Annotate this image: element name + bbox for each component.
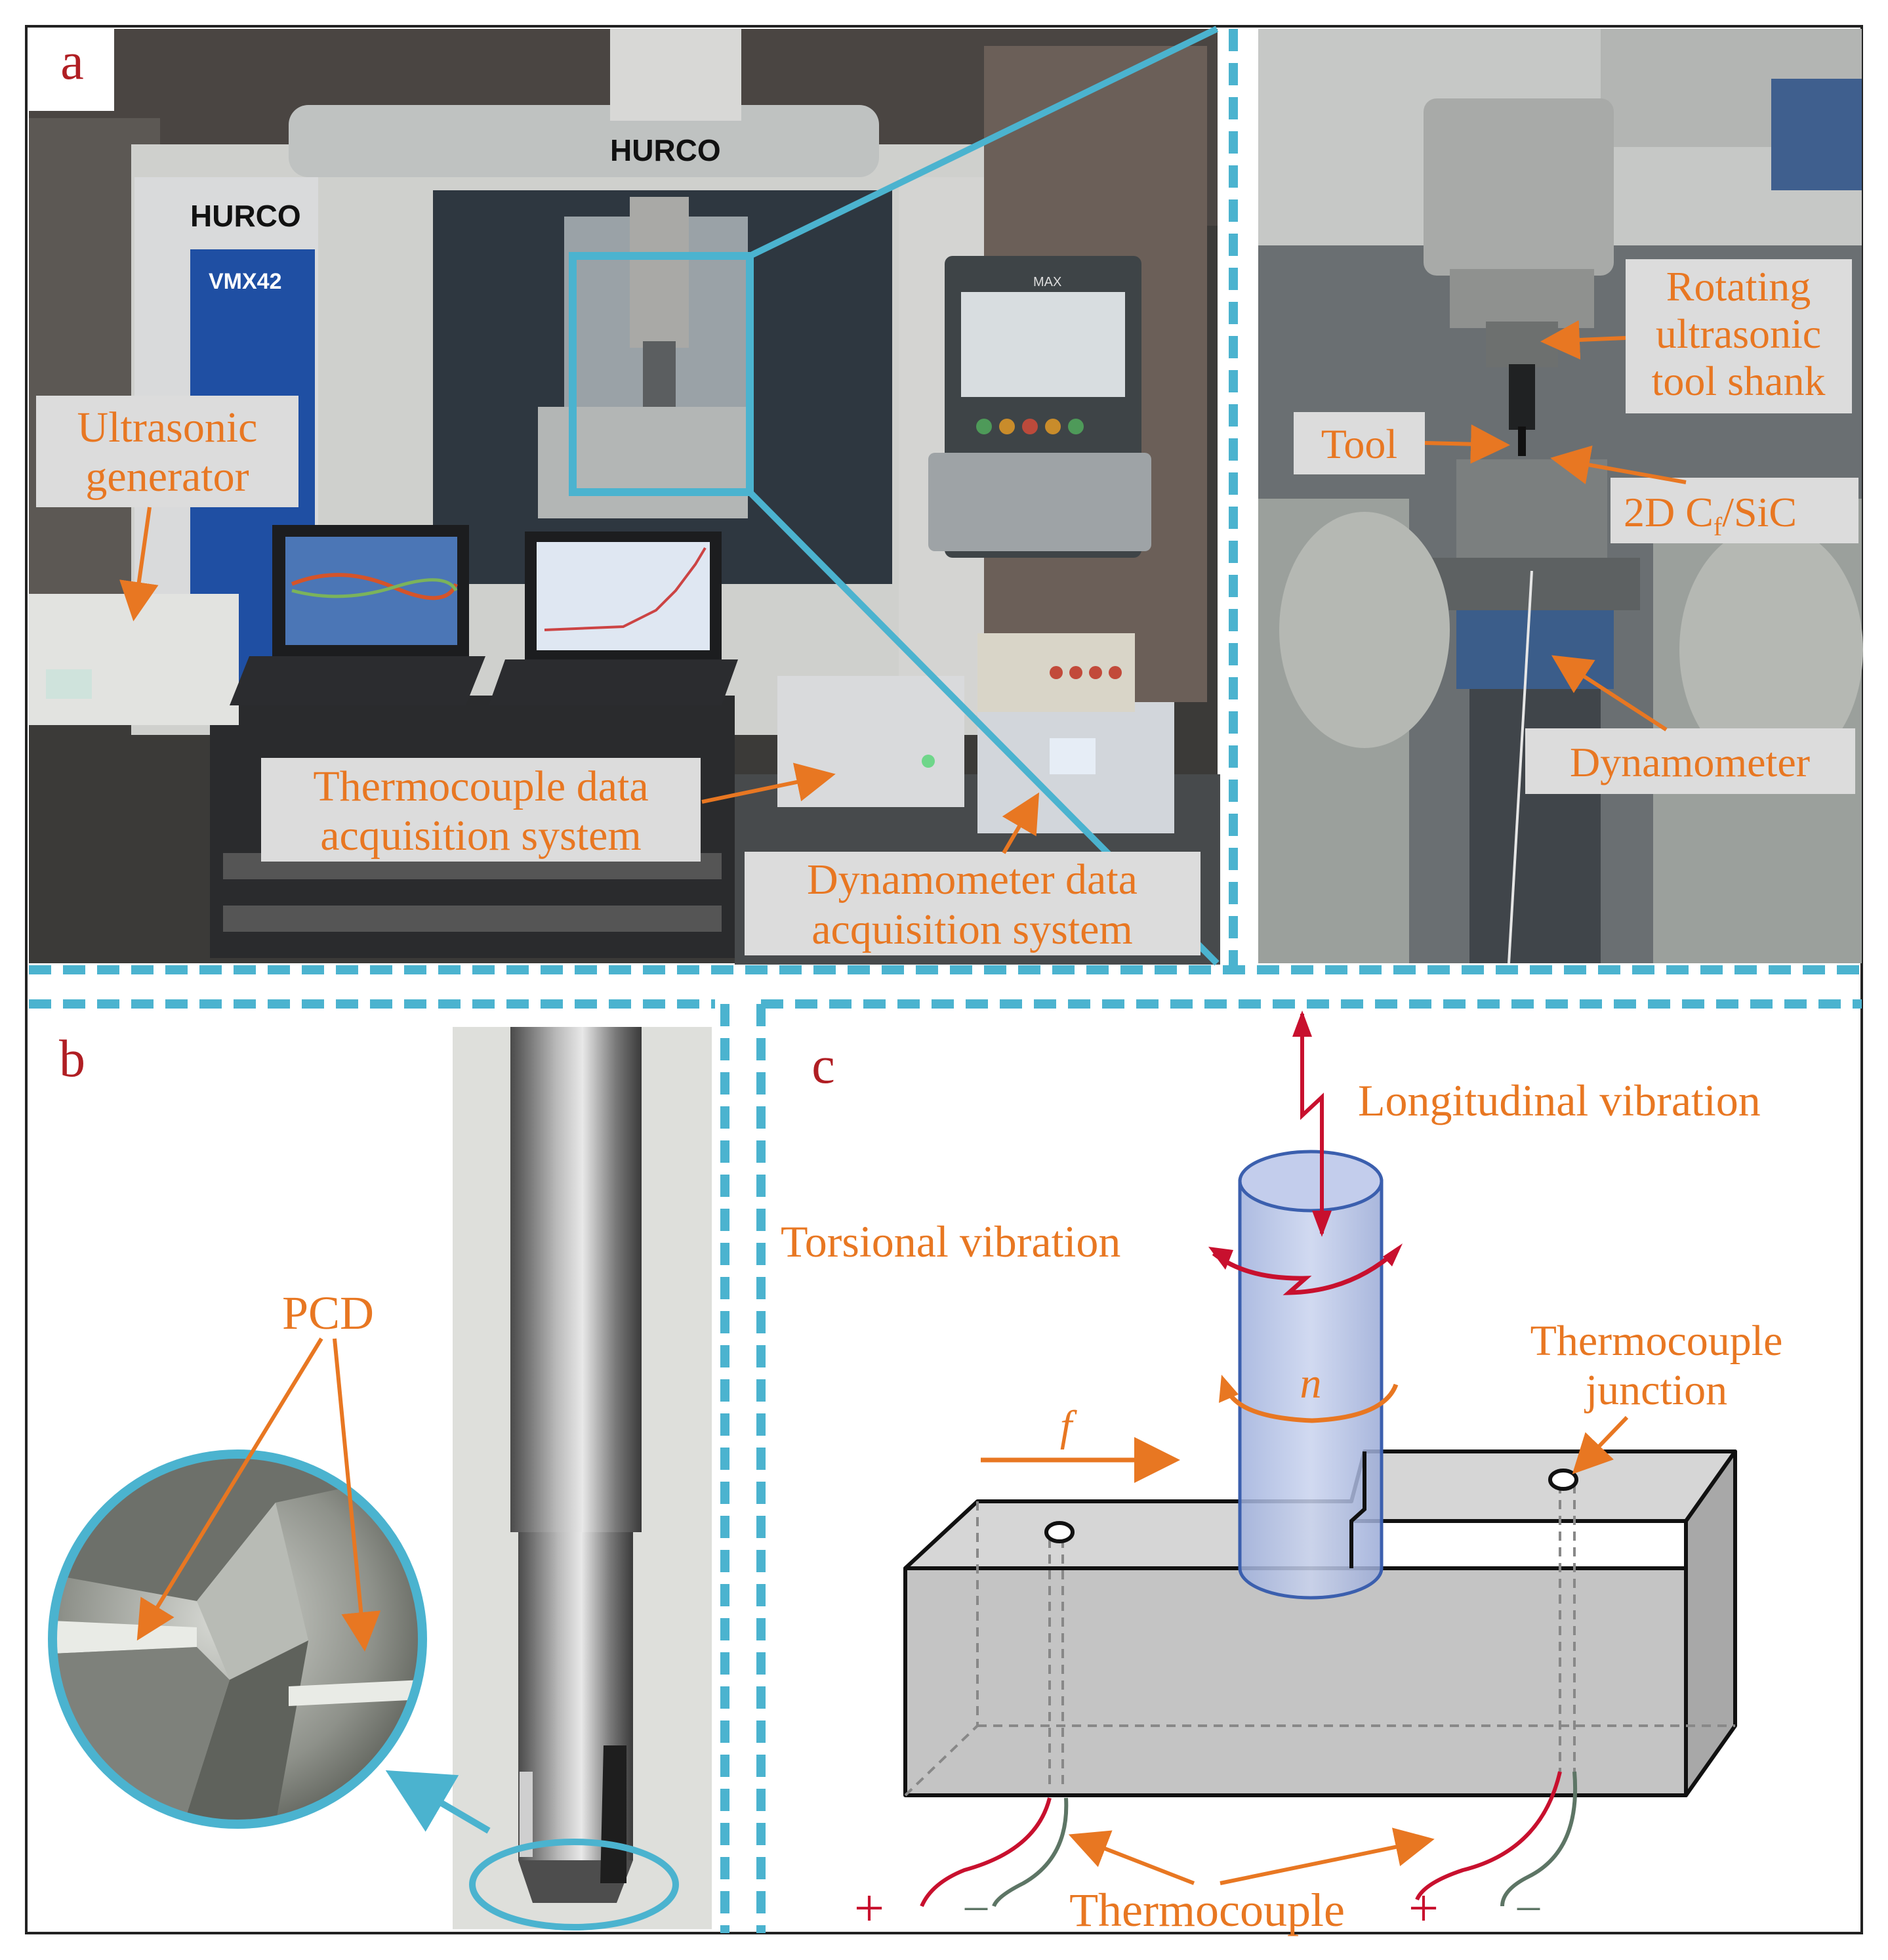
workpiece-hidden-edges <box>904 1484 1735 1797</box>
label-tool: Tool <box>1321 421 1397 467</box>
figure-frame <box>25 25 1863 1934</box>
label-pcd: PCD <box>282 1287 374 1339</box>
label-longitudinal-vibration: Longitudinal vibration <box>1358 1075 1761 1125</box>
panel-dividers <box>29 29 1862 1933</box>
sign-minus-right: – <box>1517 1879 1540 1929</box>
label-thermocouple-daq-line1: Thermocouple data <box>313 762 648 810</box>
label-dynamometer-daq-line1: Dynamometer data <box>807 856 1138 904</box>
sign-plus-left: + <box>854 1878 884 1938</box>
wire-right-negative <box>1500 1771 1578 1907</box>
wire-right-positive <box>1415 1771 1562 1901</box>
tool-tip-highlight <box>469 1839 679 1930</box>
panel-a-letter: a <box>60 33 84 91</box>
label-box-dynamometer-daq <box>745 852 1201 955</box>
arrow-tool <box>1424 424 1510 464</box>
thermocouple-hole-right <box>1548 1469 1578 1491</box>
label-dynamometer: Dynamometer <box>1570 739 1810 785</box>
arrow-thermocouple-left <box>1068 1830 1195 1885</box>
label-ultrasonic-generator-line1: Ultrasonic <box>77 404 258 451</box>
panel-a-letter-box <box>29 29 114 111</box>
label-dynamometer-daq-line2: acquisition system <box>811 906 1132 953</box>
label-shank-line2: ultrasonic <box>1656 310 1821 357</box>
arrow-thermocouple-daq <box>701 762 836 804</box>
brand-text-side: HURCO <box>190 199 301 233</box>
label-box-tool <box>1294 412 1425 474</box>
sign-minus-left: – <box>964 1879 988 1929</box>
label-thermocouple-daq-line2: acquisition system <box>320 812 641 860</box>
pendant-text: MAX <box>1033 275 1061 289</box>
arrow-material <box>1550 445 1687 485</box>
arrow-ultrasonic-generator <box>119 507 159 621</box>
label-box-ultrasonic-generator <box>36 396 298 507</box>
tool-photo <box>453 1027 712 1929</box>
label-thermocouple: Thermocouple <box>1069 1884 1345 1936</box>
wire-left-negative <box>992 1797 1069 1908</box>
arrow-shank <box>1540 320 1626 360</box>
thermocouple-daq-device <box>777 676 964 807</box>
ultrasonic-generator-device <box>29 594 239 725</box>
panel-b-letter: b <box>59 1030 85 1088</box>
material-subscript: f <box>1714 512 1723 541</box>
workpiece-step-edge <box>1349 1451 1366 1568</box>
label-junction-line1: Thermocouple <box>1530 1317 1783 1365</box>
zoom-leader-top <box>748 26 1219 259</box>
label-box-thermocouple-daq <box>261 758 701 862</box>
tool-cylinder <box>1238 1150 1384 1600</box>
arrow-pcd-right <box>333 1338 381 1652</box>
workpiece-block <box>903 1449 1737 1797</box>
zoom-region-box <box>569 252 754 496</box>
arrow-thermocouple-right <box>1220 1827 1435 1885</box>
arrow-dynamometer <box>1551 655 1668 732</box>
arrow-pcd-left <box>136 1337 323 1641</box>
label-ultrasonic-generator-line2: generator <box>85 453 249 501</box>
label-box-dynamometer <box>1525 728 1855 794</box>
material-prefix: 2D C <box>1624 489 1714 535</box>
pcd-magnifier-ring <box>48 1449 427 1829</box>
thermocouple-hole-left <box>1044 1521 1075 1543</box>
label-junction-line2: junction <box>1584 1366 1727 1414</box>
arrow-to-magnifier <box>385 1770 491 1834</box>
label-shank-line1: Rotating <box>1666 263 1811 310</box>
material-suffix: /SiC <box>1722 489 1797 535</box>
rotation-arrow <box>1223 1383 1399 1423</box>
longitudinal-vibration-arrow <box>1300 1014 1324 1234</box>
label-box-shank <box>1626 259 1852 413</box>
label-box-material <box>1611 478 1858 543</box>
label-shank-line3: tool shank <box>1652 358 1826 404</box>
arrow-dynamometer-daq <box>1002 792 1040 854</box>
label-rotation-n: n <box>1300 1360 1322 1407</box>
label-feed-f: f <box>1060 1402 1077 1450</box>
pcd-magnified-view <box>52 1454 422 1824</box>
panel-c-letter: c <box>811 1037 835 1095</box>
torsional-vibration-arrow <box>1212 1248 1399 1295</box>
model-text: VMX42 <box>209 269 282 294</box>
arrow-junction <box>1572 1415 1629 1474</box>
sign-plus-right: + <box>1408 1878 1439 1938</box>
wire-left-positive <box>920 1797 1052 1908</box>
label-material: 2D Cf/SiC <box>1624 489 1797 541</box>
brand-text-top: HURCO <box>610 133 721 167</box>
label-torsional-vibration: Torsional vibration <box>781 1217 1120 1266</box>
